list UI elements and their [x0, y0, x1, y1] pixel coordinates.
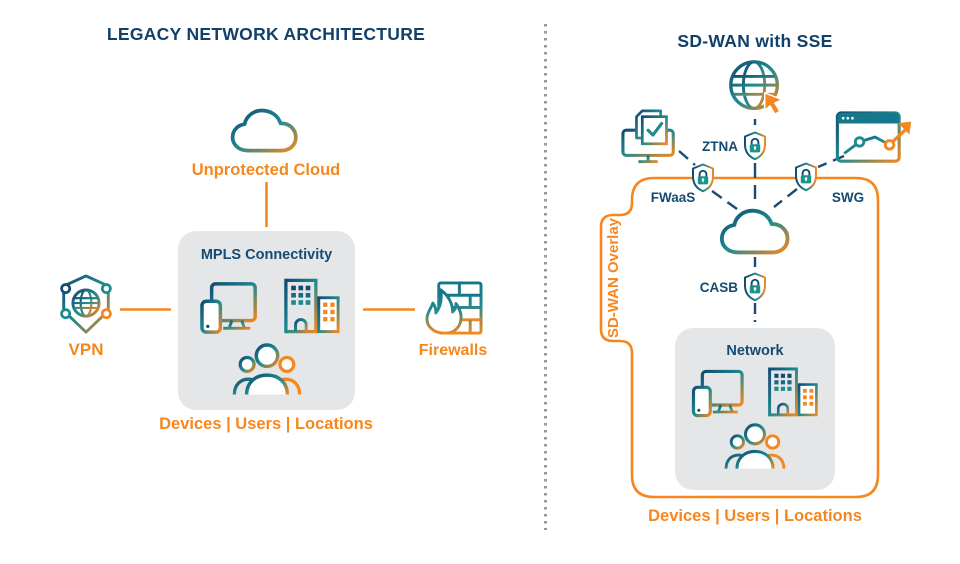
vpn-shield-globe-icon — [55, 273, 117, 337]
sdwan-overlay-label: SD-WAN Overlay — [605, 217, 622, 339]
firewalls-label: Firewalls — [418, 342, 488, 359]
cloud-icon — [715, 200, 794, 262]
unprotected-cloud-label: Unprotected Cloud — [191, 161, 341, 179]
monitor-phone-icon — [199, 279, 263, 337]
left-footer-label: Devices | Users | Locations — [159, 415, 373, 433]
fwaas-shield-lock-icon — [690, 163, 716, 193]
buildings-icon — [283, 277, 341, 334]
browser-analytics-arrow-icon — [835, 111, 917, 167]
ztna-shield-lock-icon — [742, 131, 768, 161]
swg-shield-lock-icon — [793, 162, 819, 192]
panel-divider — [544, 24, 547, 530]
right-footer-label: Devices | Users | Locations — [648, 507, 862, 525]
internet-globe-cursor-icon — [724, 57, 788, 121]
users-group-icon — [231, 343, 303, 396]
ztna-label: ZTNA — [702, 139, 738, 154]
buildings-icon — [767, 366, 819, 417]
casb-shield-lock-icon — [742, 272, 768, 302]
swg-label: SWG — [831, 190, 865, 205]
network-box-title: Network — [726, 343, 784, 359]
monitor-phone-icon — [691, 367, 749, 420]
right-panel-title: SD-WAN with SSE — [677, 31, 833, 51]
mpls-box-title: MPLS Connectivity — [200, 247, 333, 263]
vpn-label: VPN — [68, 340, 104, 359]
casb-label: CASB — [699, 280, 738, 295]
fwaas-label: FWaaS — [650, 190, 696, 205]
cloud-icon — [226, 100, 302, 160]
documents-check-monitor-icon — [621, 107, 681, 167]
left-panel-title: LEGACY NETWORK ARCHITECTURE — [106, 24, 426, 44]
firewall-bricks-flame-icon — [423, 280, 484, 337]
users-group-icon — [723, 423, 787, 470]
